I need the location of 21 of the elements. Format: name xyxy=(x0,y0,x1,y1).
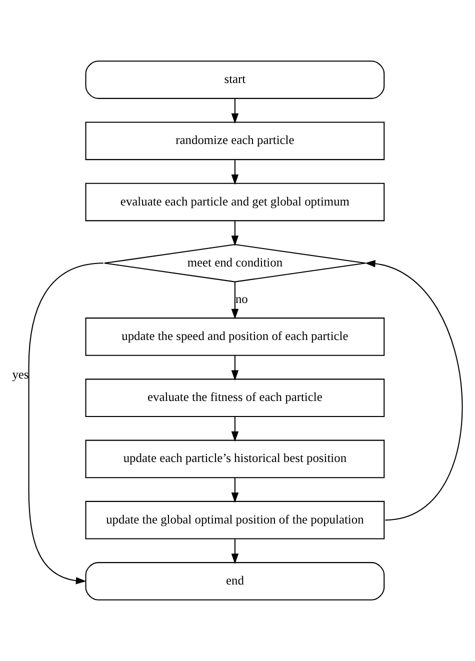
arrow xyxy=(231,220,239,246)
node-box: update the global optimal position of the population xyxy=(85,500,385,540)
node-box: randomize each particle xyxy=(85,122,385,160)
node-box: evaluate the fitness of each particle xyxy=(85,378,385,417)
node-box: end xyxy=(85,562,385,600)
arrow xyxy=(231,538,239,564)
edge-label: no xyxy=(235,292,248,306)
arrow xyxy=(231,282,239,320)
arrow xyxy=(364,260,462,521)
node-box: start xyxy=(85,60,385,99)
arrow xyxy=(231,416,239,442)
arrow xyxy=(231,98,239,124)
node-box: update the speed and position of each particle xyxy=(85,318,385,356)
edge-label: yes xyxy=(12,368,29,382)
node-diamond: meet end condition xyxy=(104,244,366,282)
arrow xyxy=(231,478,239,503)
arrow xyxy=(231,160,239,185)
arrow xyxy=(28,262,104,584)
node-box: evaluate each particle and get global optimum xyxy=(85,182,385,222)
arrow xyxy=(231,355,239,381)
node-box: update each particle’s historical best position xyxy=(85,440,385,478)
